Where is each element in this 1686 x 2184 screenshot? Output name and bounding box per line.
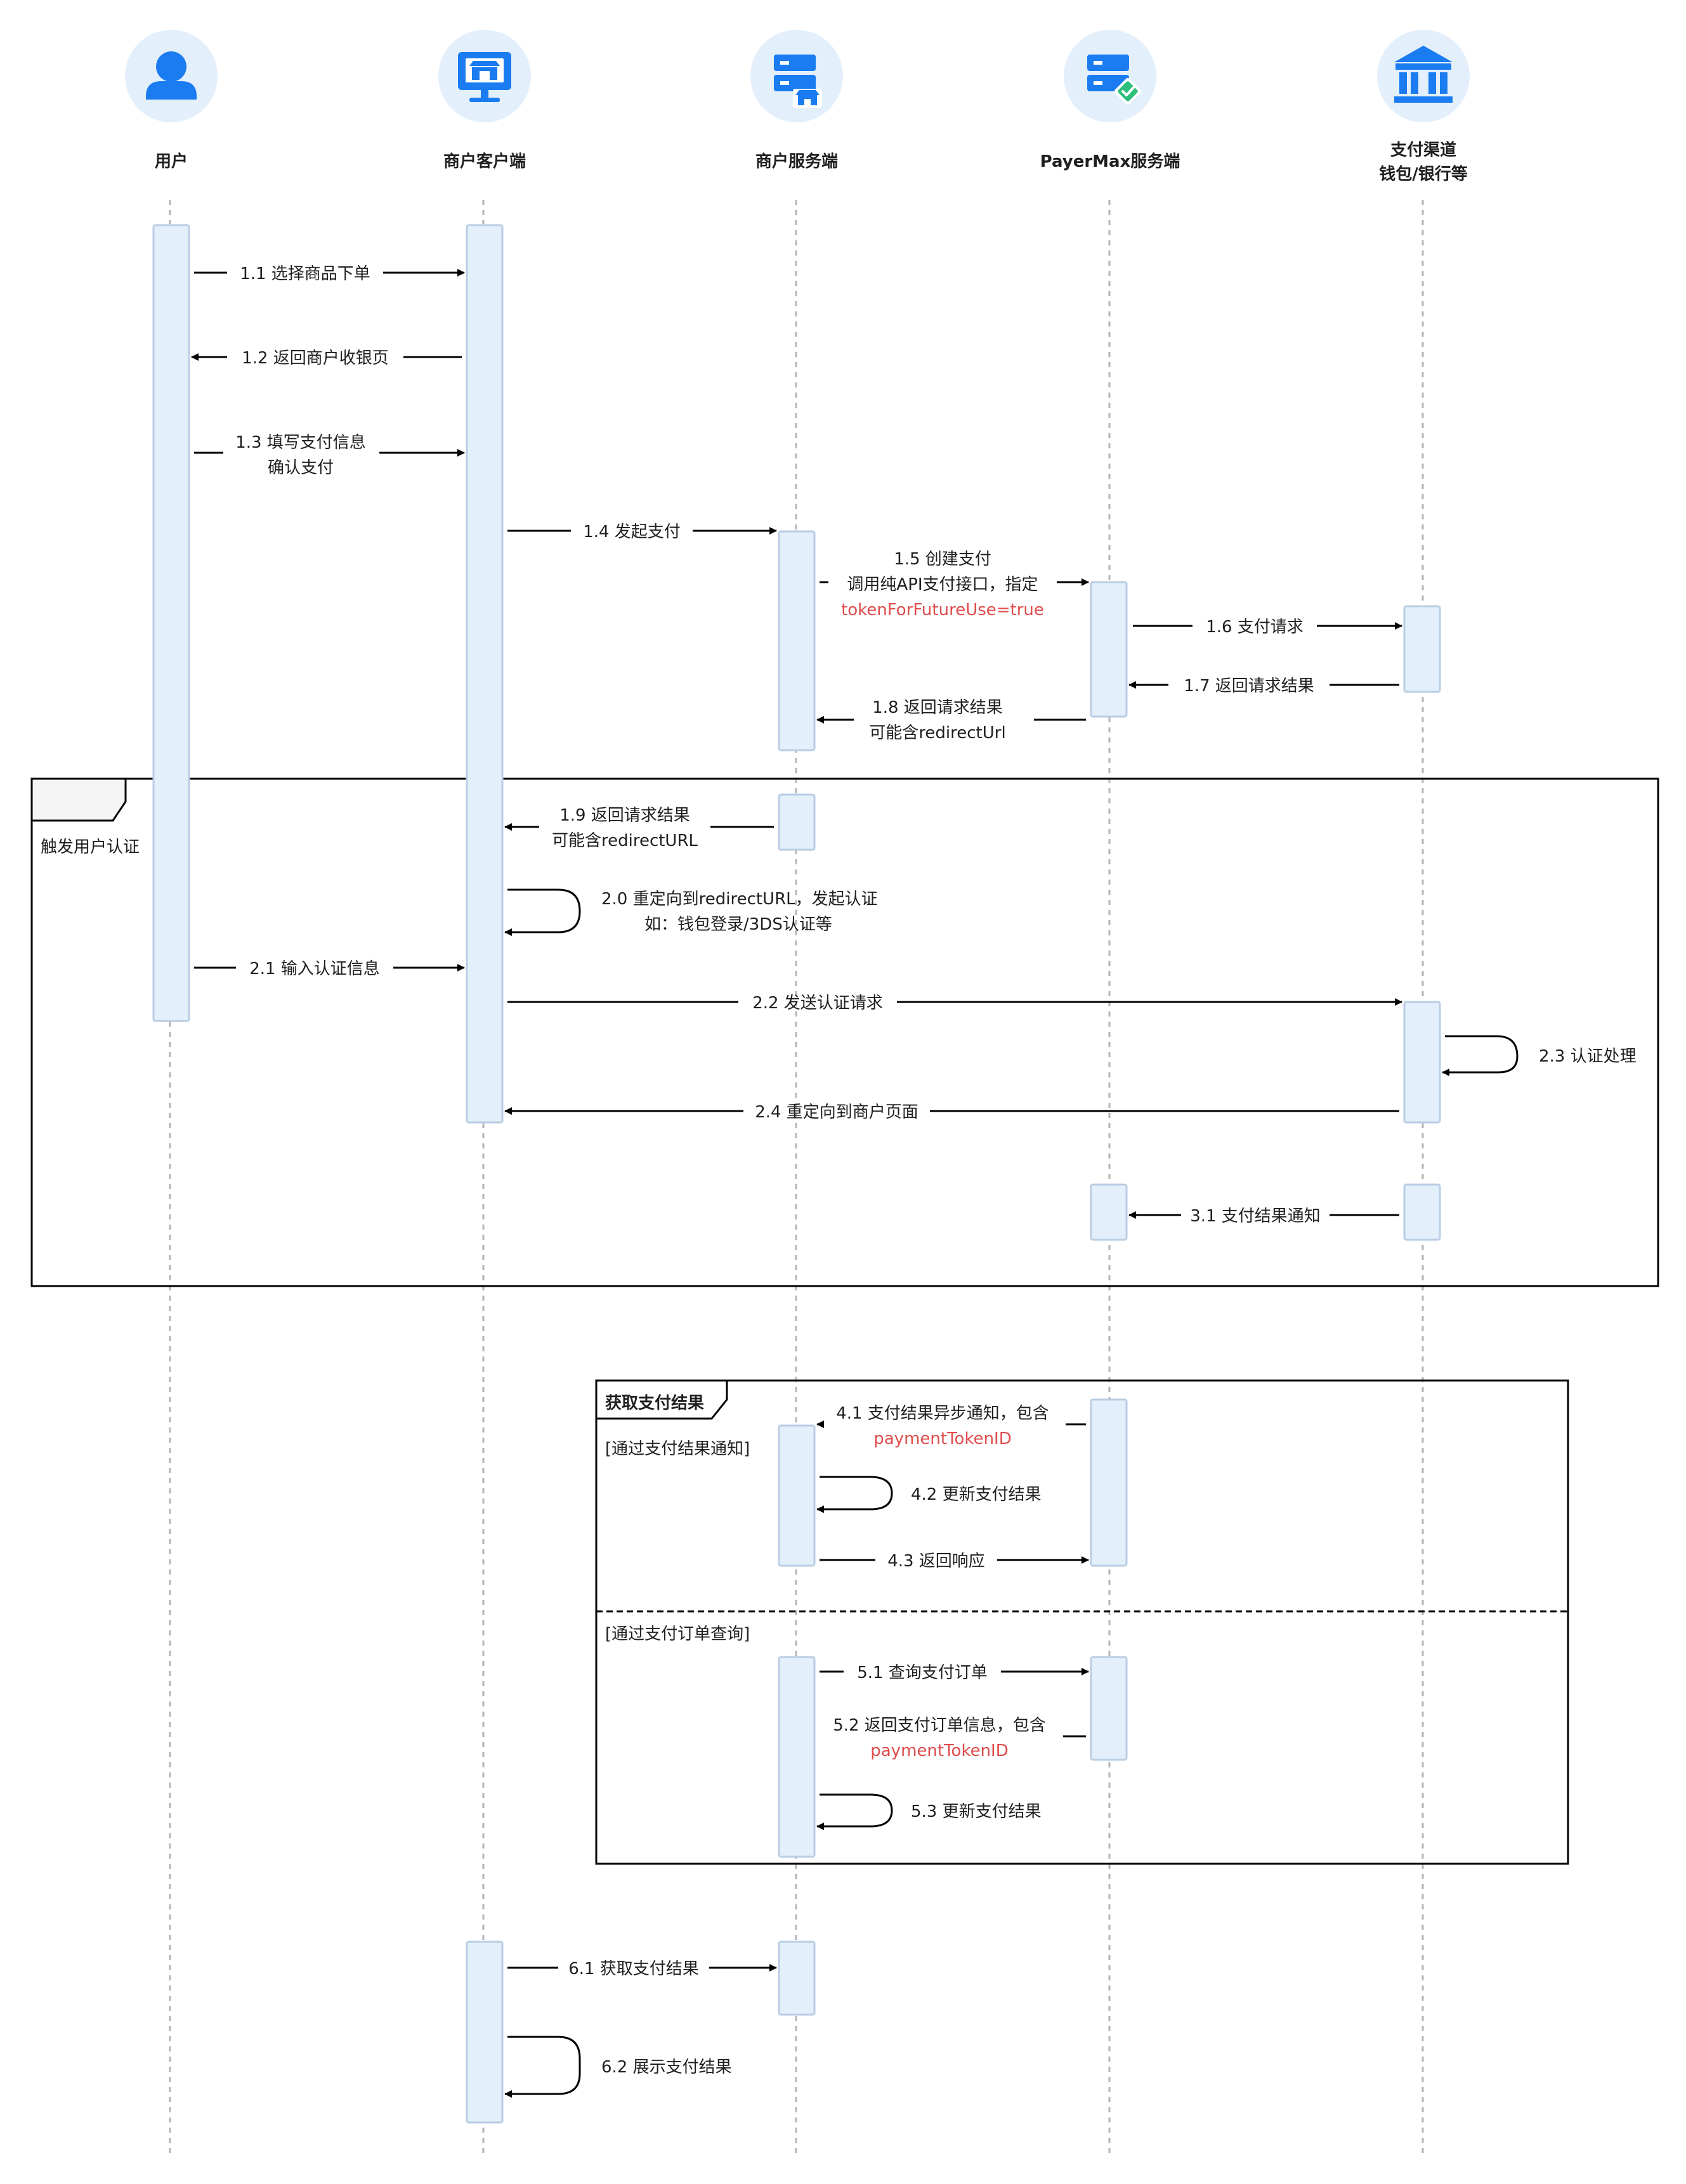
arrow-5-3 [816, 1793, 893, 1830]
actor-name-merchant-server: 商户服务端 [755, 152, 838, 171]
label-1-8b: 可能含redirectUrl [869, 724, 1005, 743]
actor-name-payment-channel: 支付渠道 [1390, 140, 1456, 160]
actor-name-user: 用户 [155, 152, 188, 171]
actor-merchant-server: 商户服务端 [750, 30, 843, 171]
activation-client-1 [466, 224, 504, 1124]
label-1-5b: 调用纯API支付接口，指定 [847, 575, 1038, 594]
activation-payermax-2 [1090, 1183, 1128, 1241]
activation-server-4 [778, 1656, 816, 1858]
bank-icon [1394, 46, 1453, 103]
label-3-1: 3.1 支付结果通知 [1190, 1207, 1321, 1226]
label-6-2: 6.2 展示支付结果 [601, 2058, 732, 2077]
activation-payermax-4 [1090, 1656, 1128, 1761]
label-1-8a: 1.8 返回请求结果 [872, 698, 1003, 717]
activations [152, 224, 1441, 2124]
user-icon [146, 51, 197, 100]
label-2-0b: 如：钱包登录/3DS认证等 [644, 915, 832, 934]
guard-notify: [通过支付结果通知] [605, 1440, 750, 1459]
label-1-3b: 确认支付 [268, 458, 334, 478]
label-5-2a: 5.2 返回支付订单信息，包含 [833, 1716, 1046, 1735]
server-shop-icon [774, 55, 822, 108]
label-1-5c: tokenForFutureUse=true [841, 601, 1044, 620]
server-check-icon [1087, 55, 1141, 105]
actor-name-payment-channel-2: 钱包/银行等 [1379, 164, 1468, 184]
label-1-5a: 1.5 创建支付 [894, 550, 991, 569]
activation-user [152, 224, 190, 1022]
activation-channel-3 [1403, 1183, 1441, 1241]
lifelines [169, 200, 1424, 2156]
activation-channel-2 [1403, 1001, 1441, 1124]
label-1-7: 1.7 返回请求结果 [1184, 677, 1314, 696]
label-6-1: 6.1 获取支付结果 [568, 1960, 699, 1979]
frame-auth-title: 触发用户认证 [41, 838, 140, 857]
label-1-9a: 1.9 返回请求结果 [559, 806, 690, 825]
activation-client-2 [466, 1940, 504, 2124]
actor-payment-channel: 支付渠道 钱包/银行等 [1377, 30, 1470, 184]
label-5-3: 5.3 更新支付结果 [911, 1802, 1042, 1821]
guard-query: [通过支付订单查询] [605, 1625, 750, 1644]
label-1-2: 1.2 返回商户收银页 [242, 349, 389, 368]
label-4-2: 4.2 更新支付结果 [911, 1485, 1042, 1504]
monitor-shop-icon [458, 52, 511, 102]
label-1-9b: 可能含redirectURL [552, 831, 698, 850]
label-1-1: 1.1 选择商品下单 [240, 264, 370, 283]
activation-server-2 [778, 793, 816, 851]
frame-auth: 触发用户认证 [30, 777, 1659, 1287]
label-4-1a: 4.1 支付结果异步通知，包含 [836, 1404, 1049, 1423]
label-4-3: 4.3 返回响应 [887, 1552, 985, 1571]
arrow-4-2 [816, 1476, 893, 1513]
activation-channel-1 [1403, 605, 1441, 693]
label-1-4: 1.4 发起支付 [583, 523, 681, 542]
frame-result: 获取支付结果 [通过支付结果通知] [通过支付订单查询] [595, 1379, 1569, 1865]
arrow-6-2 [504, 2036, 581, 2098]
arrow-2-3 [1442, 1035, 1519, 1076]
actor-merchant-client: 商户客户端 [438, 30, 531, 171]
label-1-3a: 1.3 填写支付信息 [235, 433, 366, 452]
label-4-1b: paymentTokenID [873, 1429, 1011, 1448]
label-2-1: 2.1 输入认证信息 [249, 959, 380, 978]
label-2-3: 2.3 认证处理 [1539, 1047, 1637, 1066]
message-labels: 1.1 选择商品下单 1.2 返回商户收银页 1.3 填写支付信息 确认支付 1… [235, 264, 1636, 2077]
frame-result-title: 获取支付结果 [605, 1394, 704, 1413]
actor-payermax-server: PayerMax服务端 [1040, 30, 1180, 171]
actor-user: 用户 [125, 30, 218, 171]
activation-server-1 [778, 530, 816, 751]
activation-server-5 [778, 1940, 816, 2016]
activation-payermax-3 [1090, 1398, 1128, 1567]
label-5-1: 5.1 查询支付订单 [857, 1663, 988, 1682]
arrow-2-0 [504, 888, 581, 936]
label-5-2b: paymentTokenID [870, 1741, 1008, 1760]
label-2-0a: 2.0 重定向到redirectURL，发起认证 [601, 890, 878, 909]
label-2-2: 2.2 发送认证请求 [752, 994, 883, 1013]
label-2-4: 2.4 重定向到商户页面 [755, 1103, 918, 1122]
actor-name-merchant-client: 商户客户端 [443, 152, 526, 171]
label-1-6: 1.6 支付请求 [1206, 618, 1304, 637]
actor-name-payermax-server: PayerMax服务端 [1040, 152, 1180, 171]
activation-server-3 [778, 1424, 816, 1567]
activation-payermax-1 [1090, 581, 1128, 718]
